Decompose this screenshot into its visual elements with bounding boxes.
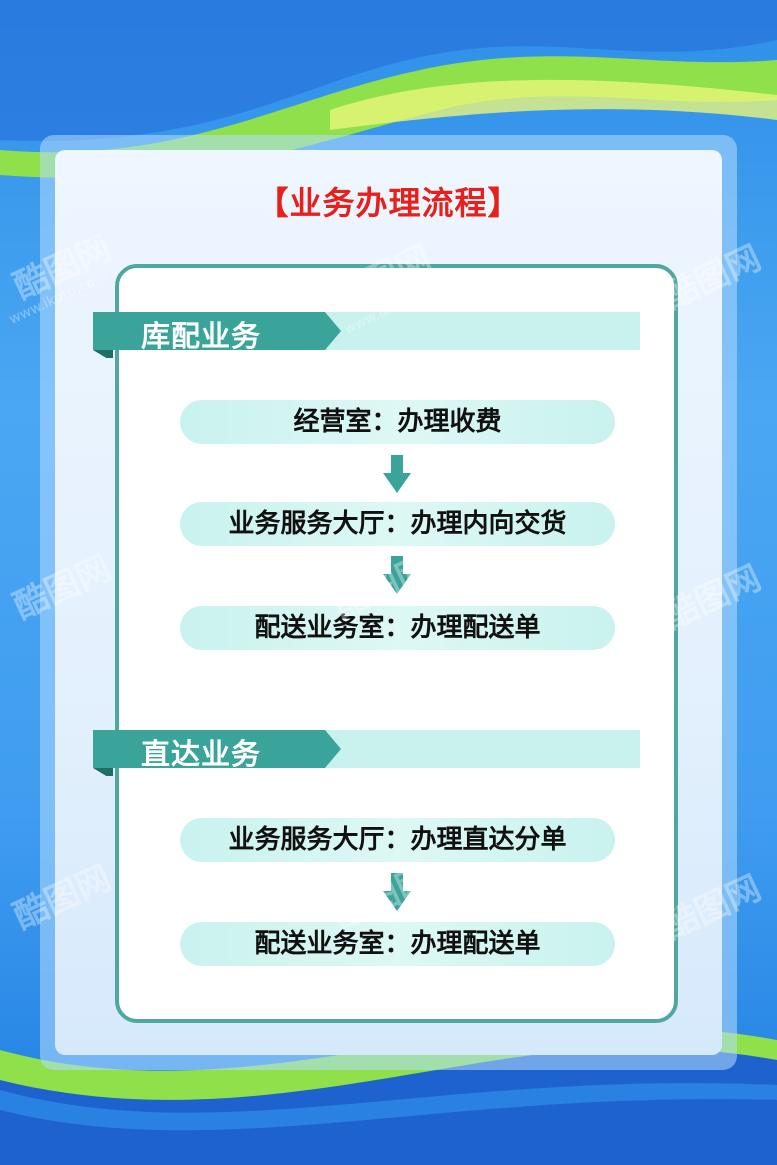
section-header-kupei: 库配业务 xyxy=(93,310,640,358)
step-delivery-office-direct: 配送业务室：办理配送单 xyxy=(180,922,615,966)
section-label: 库配业务 xyxy=(141,319,262,353)
section-header-zhida: 直达业务 xyxy=(93,728,640,776)
step-service-hall: 业务服务大厅：办理内向交货 xyxy=(180,502,615,546)
section-label: 直达业务 xyxy=(141,737,262,771)
down-arrow-icon xyxy=(383,455,411,493)
down-arrow-icon xyxy=(383,873,411,911)
step-jingyingshi: 经营室：办理收费 xyxy=(180,400,615,444)
down-arrow-icon xyxy=(383,556,411,594)
step-delivery-office: 配送业务室：办理配送单 xyxy=(180,606,615,650)
step-service-hall-direct: 业务服务大厅：办理直达分单 xyxy=(180,818,615,862)
page-title: 【业务办理流程】 xyxy=(256,184,521,222)
